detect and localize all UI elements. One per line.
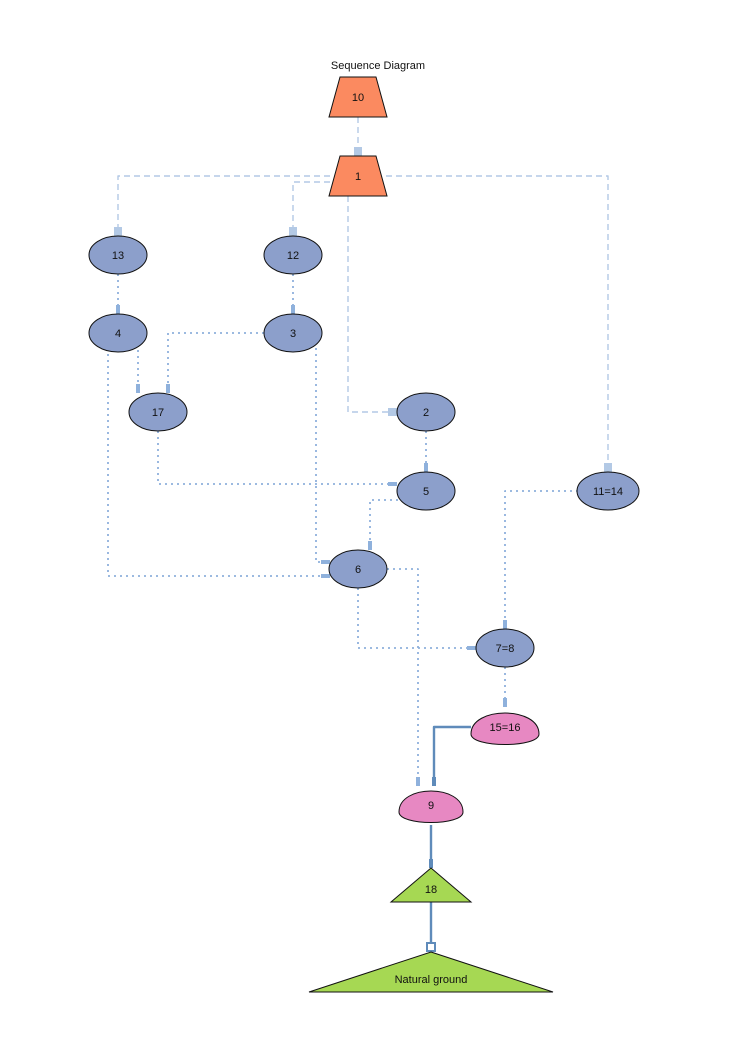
node-ground: Natural ground [308, 951, 554, 993]
edge-n1-n11_14 [386, 175, 612, 472]
node-label-n4: 4 [115, 328, 121, 340]
diagram-title: Sequence Diagram [331, 60, 425, 72]
node-shape-n4 [88, 313, 148, 353]
node-label-n18: 18 [425, 884, 437, 896]
edge-n13-n4 [116, 274, 120, 314]
edge-n4-n6 [107, 348, 330, 578]
node-shape-n15_16 [470, 712, 540, 745]
node-shape-n3 [263, 313, 323, 353]
node-shape-n18 [389, 867, 473, 903]
node-shape-ground [308, 951, 554, 993]
node-label-n7_8: 7=8 [496, 643, 515, 655]
edge-n1-n13 [114, 175, 330, 236]
node-n9: 9 [398, 790, 464, 823]
node-n13: 13 [88, 235, 148, 275]
node-n5: 5 [396, 471, 456, 511]
node-n1: 1 [328, 155, 388, 197]
node-n10: 10 [328, 76, 388, 118]
node-label-n12: 12 [287, 250, 299, 262]
node-label-n15_16: 15=16 [490, 722, 521, 734]
node-n6: 6 [328, 549, 388, 589]
node-label-n5: 5 [423, 486, 429, 498]
node-n4: 4 [88, 313, 148, 353]
node-shape-n5 [396, 471, 456, 511]
node-shape-n11_14 [576, 471, 640, 511]
edge-n3-n6 [315, 348, 330, 564]
edge-n9-n18 [429, 825, 433, 868]
edges-layer [107, 117, 612, 952]
node-n3: 3 [263, 313, 323, 353]
node-n15_16: 15=16 [470, 712, 540, 745]
edge-n1-n12 [289, 181, 340, 236]
node-shape-n1 [328, 155, 388, 197]
node-n12: 12 [263, 235, 323, 275]
edge-n15_16-n9 [432, 725, 471, 786]
node-shape-n6 [328, 549, 388, 589]
node-label-n3: 3 [290, 328, 296, 340]
node-label-n1: 1 [355, 171, 361, 183]
edge-n1-n2 [347, 196, 397, 416]
edge-n12-n3 [291, 274, 295, 314]
node-shape-n13 [88, 235, 148, 275]
node-n2: 2 [396, 392, 456, 432]
node-n18: 18 [389, 867, 473, 903]
node-label-n11_14: 11=14 [593, 486, 623, 498]
edge-n5-n6 [368, 499, 398, 550]
node-n11_14: 11=14 [576, 471, 640, 511]
edge-n3-n17 [166, 332, 264, 393]
node-label-n6: 6 [355, 564, 361, 576]
node-label-n10: 10 [352, 92, 364, 104]
edge-n7_8-n15_16 [503, 667, 507, 707]
node-shape-n9 [398, 790, 464, 823]
node-label-n13: 13 [112, 250, 124, 262]
edge-n6-n7_8 [357, 588, 476, 650]
edge-n4-n17 [136, 350, 140, 393]
edge-n18-ground [426, 902, 436, 952]
node-shape-n7_8 [475, 628, 535, 668]
edge-n2-n5 [424, 431, 428, 472]
node-shape-n17 [128, 392, 188, 432]
node-label-n17: 17 [152, 407, 164, 419]
node-shape-n12 [263, 235, 323, 275]
edge-n6-n9 [387, 568, 420, 786]
node-n17: 17 [128, 392, 188, 432]
node-label-ground: Natural ground [395, 974, 468, 986]
node-label-n9: 9 [428, 800, 434, 812]
node-label-n2: 2 [423, 407, 429, 419]
edge-n10-n1 [354, 117, 362, 156]
node-shape-n10 [328, 76, 388, 118]
edge-n11_14-n7_8 [503, 490, 578, 629]
edge-n17-n5 [157, 431, 397, 486]
node-shape-n2 [396, 392, 456, 432]
node-n7_8: 7=8 [475, 628, 535, 668]
